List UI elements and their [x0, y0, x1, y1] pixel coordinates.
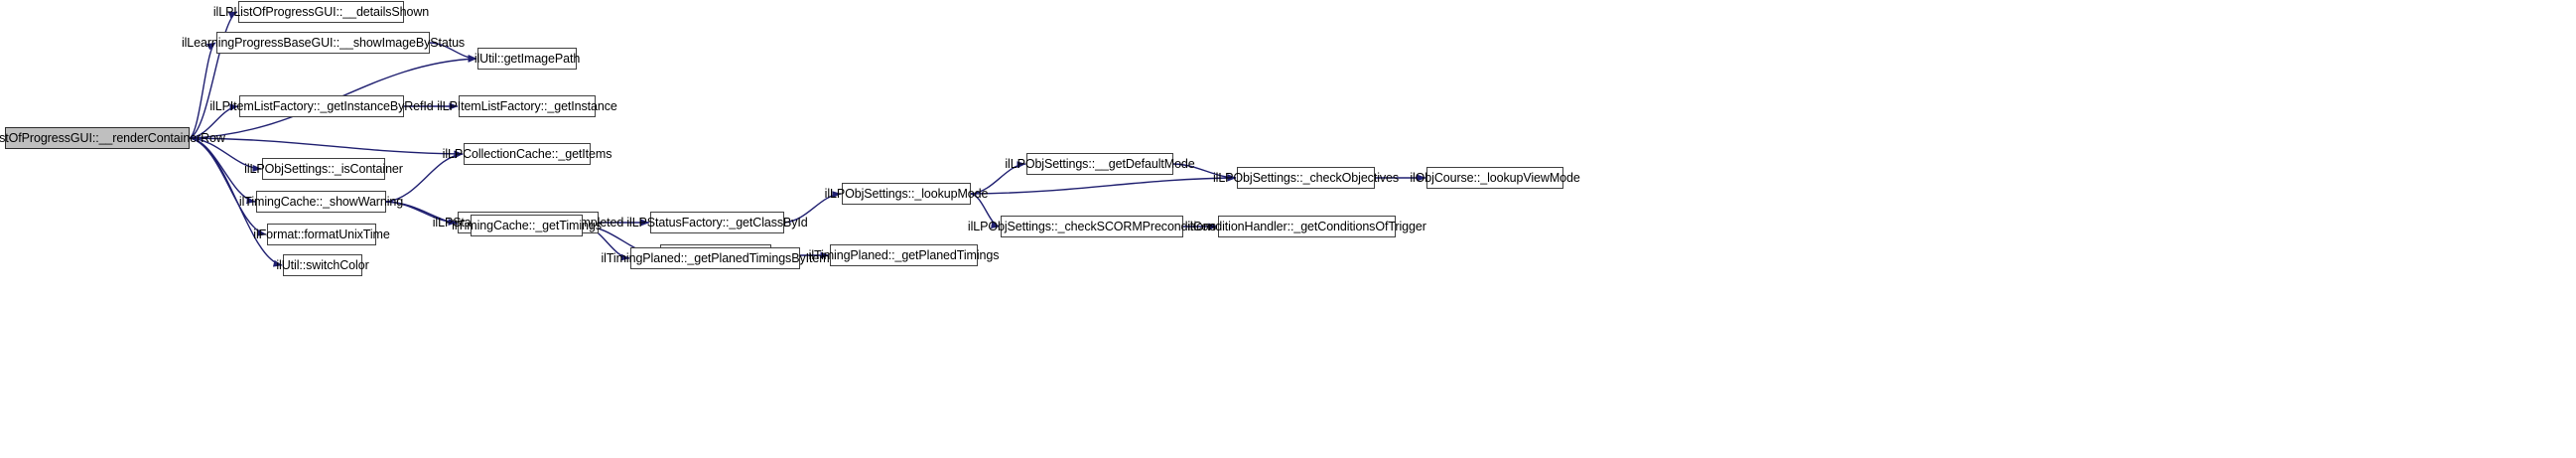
graph-node-label: ilUtil::getImagePath [474, 51, 581, 66]
graph-node-label: ilFormat::formatUnixTime [253, 227, 390, 241]
graph-edge-root-to-formatUnixTime [189, 137, 267, 236]
graph-node-getTimings[interactable]: ilTimingCache::_getTimings [452, 215, 602, 236]
graph-node-label: ilLPObjSettings::_checkSCORMPrecondition… [967, 219, 1217, 233]
graph-node-label: ilLPCollectionCache::_getItems [442, 146, 612, 161]
graph-node-label: ilLearningProgressBaseGUI::__showImageBy… [181, 35, 466, 50]
graph-node-label: ilLPItemListFactory::_getInstanceByRefId [209, 98, 434, 113]
graph-node-getPlanedTimings[interactable]: ilTimingPlaned::_getPlanedTimings [809, 244, 999, 266]
graph-node-label: ilUtil::switchColor [276, 257, 369, 272]
graph-node-getPlanedTimingsByItem[interactable]: ilTimingPlaned::_getPlanedTimingsByItem [602, 247, 830, 269]
graph-edge-showWarning-to-getItems [385, 151, 464, 203]
graph-node-getDefaultMode[interactable]: ilLPObjSettings::__getDefaultMode [1005, 153, 1195, 175]
graph-edge-lookupMode-to-checkObjectives [970, 174, 1237, 195]
graph-edge-root-to-showWarning [189, 137, 256, 205]
graph-node-getImagePath[interactable]: ilUtil::getImagePath [475, 48, 580, 70]
graph-node-switchColor[interactable]: ilUtil::switchColor [276, 254, 369, 276]
graph-node-label: ilLPListOfProgressGUI::__detailsShown [212, 4, 430, 19]
graph-node-getClassById[interactable]: ilLPStatusFactory::_getClassById [626, 212, 808, 233]
graph-node-showImageByStatus[interactable]: ilLearningProgressBaseGUI::__showImageBy… [182, 32, 465, 54]
graph-node-label: ilLPItemListFactory::_getInstance [437, 98, 617, 113]
graph-node-label: ilTimingCache::_showWarning [238, 194, 404, 209]
graph-edge-lookupMode-to-checkSCORM [970, 193, 1001, 229]
graph-node-detailsShown[interactable]: ilLPListOfProgressGUI::__detailsShown [213, 1, 429, 23]
graph-node-getItems[interactable]: ilLPCollectionCache::_getItems [443, 143, 611, 165]
graph-node-getInstance[interactable]: ilLPItemListFactory::_getInstance [437, 95, 617, 117]
graph-node-getConditionsOfTrigger[interactable]: ilConditionHandler::_getConditionsOfTrig… [1187, 216, 1426, 237]
graph-node-root[interactable]: ilLPListOfProgressGUI::__renderContainer… [0, 127, 225, 149]
graph-node-label: ilTimingPlaned::_getPlanedTimings [808, 247, 1000, 262]
graph-node-label: ilLPStatusFactory::_getClassById [626, 215, 808, 229]
graph-edge-lookupMode-to-getDefaultMode [970, 161, 1026, 195]
graph-edge-getDefaultMode-to-checkObjectives [1172, 163, 1237, 182]
graph-edge-getClassById-to-lookupMode [783, 191, 842, 224]
graph-node-lookupViewMode[interactable]: ilObjCourse::_lookupViewMode [1410, 167, 1580, 189]
graph-edge-showWarning-to-getCompleted [385, 201, 458, 227]
graph-node-formatUnixTime[interactable]: ilFormat::formatUnixTime [253, 224, 390, 245]
graph-node-label: ilConditionHandler::_getConditionsOfTrig… [1187, 219, 1426, 233]
graph-node-label: ilLPListOfProgressGUI::__renderContainer… [0, 130, 225, 145]
graph-node-label: ilObjCourse::_lookupViewMode [1410, 170, 1580, 185]
graph-node-checkSCORM[interactable]: ilLPObjSettings::_checkSCORMPrecondition… [968, 216, 1216, 237]
graph-edge-root-to-getInstanceByRefId [189, 103, 239, 139]
graph-node-label: ilLPObjSettings::_checkObjectives [1212, 170, 1400, 185]
graph-edge-root-to-showImageByStatus [189, 42, 216, 139]
graph-edge-root-to-getItems [189, 137, 464, 158]
graph-node-label: ilLPObjSettings::__getDefaultMode [1005, 156, 1195, 171]
graph-node-showWarning[interactable]: ilTimingCache::_showWarning [239, 191, 403, 213]
graph-edge-root-to-isContainer [189, 137, 262, 172]
graph-node-checkObjectives[interactable]: ilLPObjSettings::_checkObjectives [1213, 167, 1399, 189]
graph-node-label: ilLPObjSettings::_lookupMode [824, 186, 989, 201]
graph-edge-showImageByStatus-to-getImagePath [429, 42, 477, 63]
graph-node-lookupMode[interactable]: ilLPObjSettings::_lookupMode [825, 183, 988, 205]
graph-node-isContainer[interactable]: ilLPObjSettings::_isContainer [244, 158, 403, 180]
graph-node-label: ilLPObjSettings::_isContainer [244, 161, 403, 176]
graph-node-getInstanceByRefId[interactable]: ilLPItemListFactory::_getInstanceByRefId [209, 95, 434, 117]
graph-node-label: ilTimingPlaned::_getPlanedTimingsByItem [601, 250, 830, 265]
